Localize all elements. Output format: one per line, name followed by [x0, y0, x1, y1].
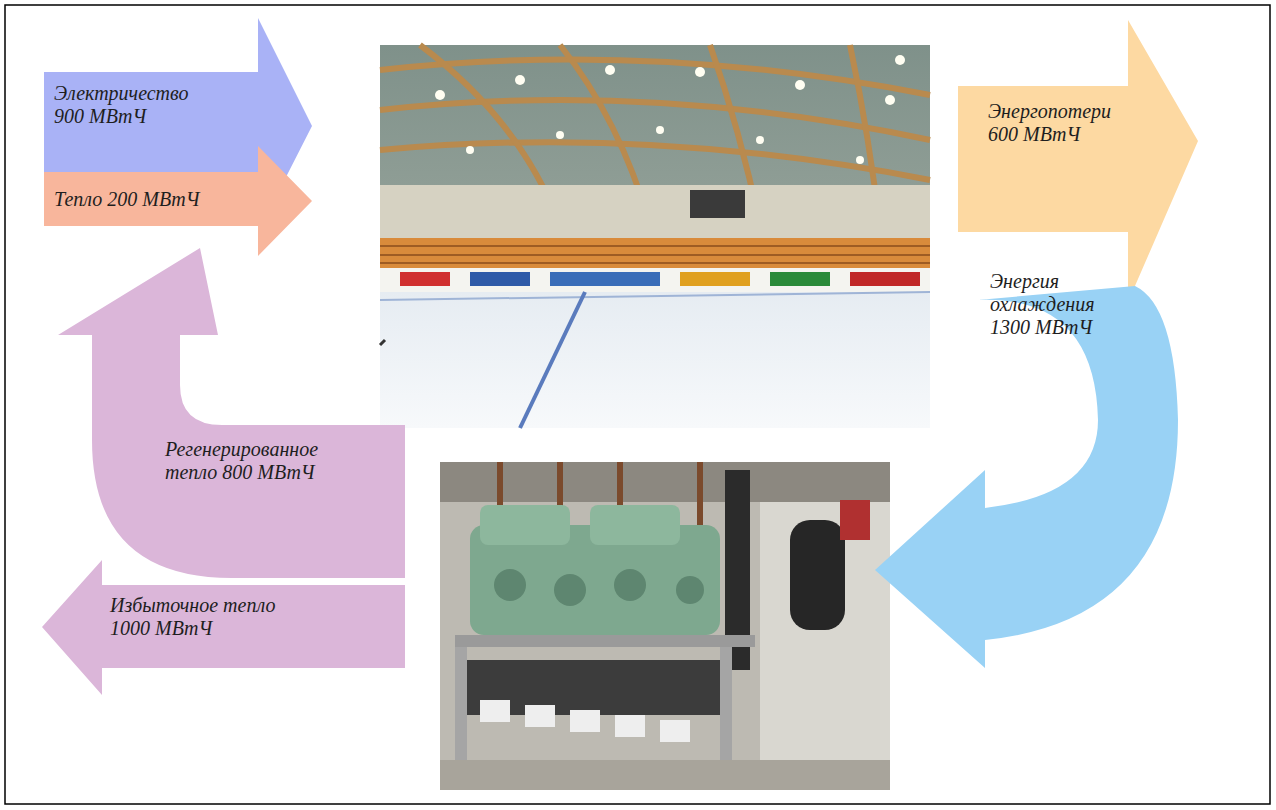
compressor-photo: [440, 462, 890, 790]
arrow-outline: [875, 286, 1178, 668]
flow-arrow: Энергия охлаждения 1300 МВтЧ: [875, 262, 1180, 672]
flow-arrow: Избыточное тепло 1000 МВтЧ: [42, 560, 405, 695]
flow-arrow: Регенерированное тепло 800 МВтЧ: [55, 245, 410, 580]
arrow-outline: [958, 20, 1198, 302]
arrow-outline: [44, 146, 312, 256]
arrow-label: Энергия охлаждения 1300 МВтЧ: [990, 270, 1110, 339]
flow-arrow: Энергопотери 600 МВтЧ: [958, 20, 1198, 302]
arrow-shape: [55, 245, 410, 580]
arrow-label: Энергопотери 600 МВтЧ: [988, 100, 1128, 146]
arrow-outline: [42, 560, 405, 695]
arrow-label: Электричество 900 МВтЧ: [54, 82, 214, 128]
arrow-label: Избыточное тепло 1000 МВтЧ: [110, 594, 288, 640]
flow-arrow: Тепло 200 МВтЧ: [44, 146, 312, 256]
arrow-shape: [42, 560, 405, 695]
frame-border: [5, 5, 1270, 804]
arrow-label: Тепло 200 МВтЧ: [54, 188, 254, 211]
arrow-outline: [58, 248, 405, 578]
arrow-label: Регенерированное тепло 800 МВтЧ: [165, 438, 365, 484]
ice-rink-photo: [380, 45, 930, 428]
arrow-shape: [958, 20, 1198, 302]
